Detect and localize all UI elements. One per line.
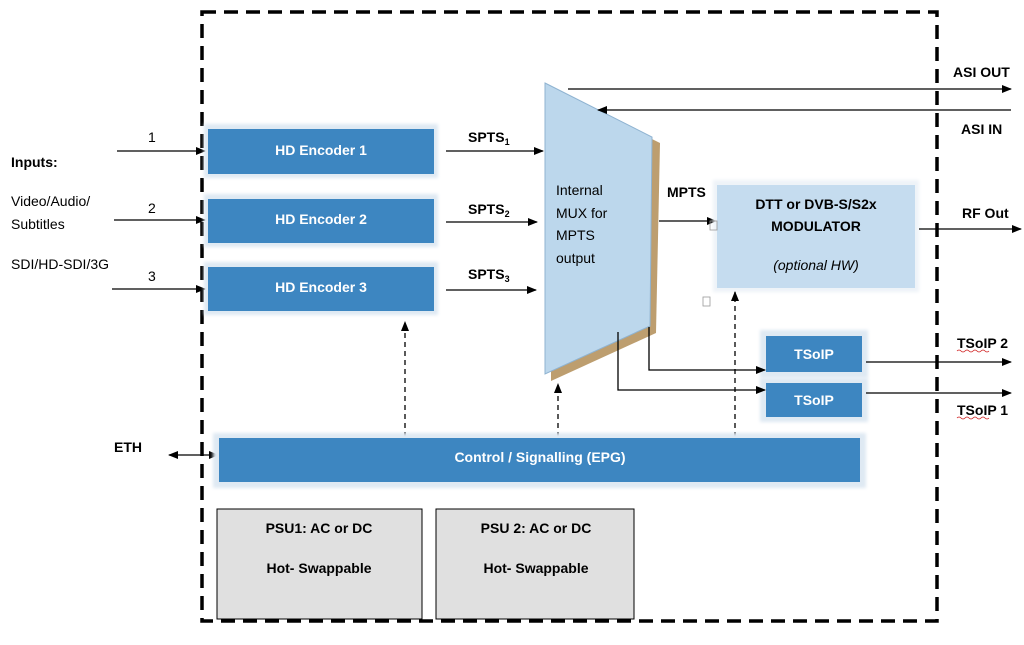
asi-out-label: ASI OUT [953, 64, 1010, 80]
svg-text:PSU1: AC or DC: PSU1: AC or DC [266, 520, 373, 536]
svg-text:(optional HW): (optional HW) [773, 257, 859, 273]
svg-text:HD Encoder 2: HD Encoder 2 [275, 211, 367, 227]
svg-text:PSU 2: AC or DC: PSU 2: AC or DC [481, 520, 592, 536]
spellcheck-squiggle [956, 349, 990, 353]
tsoip-1-out-label: TSoIP 1 [957, 402, 1008, 418]
outer-enclosure [200, 10, 939, 623]
svg-text:Internal: Internal [556, 182, 603, 198]
svg-text:MUX for: MUX for [556, 205, 608, 221]
mpts-label: MPTS [667, 184, 706, 200]
hd-encoder-2: HD Encoder 2 [204, 194, 438, 247]
mux-to-tsoip-1-connector [617, 332, 766, 394]
asi-in-label: ASI IN [961, 121, 1002, 137]
input-number-2: 2 [148, 200, 156, 216]
modulator-box: DTT or DVB-S/S2x MODULATOR (optional HW) [713, 180, 919, 292]
input-number-3: 3 [148, 268, 156, 284]
svg-text:MODULATOR: MODULATOR [771, 218, 861, 234]
inputs-heading: Inputs: [11, 154, 58, 170]
svg-text:TSoIP: TSoIP [794, 346, 834, 362]
inputs-line-sdi: SDI/HD-SDI/3G [11, 256, 109, 272]
hd-encoder-1: HD Encoder 1 [204, 124, 438, 178]
mux-to-tsoip-2-connector [648, 327, 766, 374]
inputs-line-subtitles: Subtitles [11, 216, 65, 232]
svg-text:Hot- Swappable: Hot- Swappable [483, 560, 588, 576]
spts-label-2: SPTS2 [468, 201, 510, 219]
eth-label: ETH [114, 439, 142, 455]
tsoip-box-2: TSoIP [760, 330, 868, 378]
svg-text:Hot- Swappable: Hot- Swappable [266, 560, 371, 576]
svg-text:HD Encoder 1: HD Encoder 1 [275, 142, 367, 158]
control-signalling-bar: Control / Signalling (EPG) [213, 433, 866, 488]
spts-label-3: SPTS3 [468, 266, 510, 284]
psu-2-box: PSU 2: AC or DC Hot- Swappable [435, 508, 635, 620]
placeholder-glyph [702, 296, 711, 307]
placeholder-glyph [709, 220, 718, 231]
svg-text:MPTS: MPTS [556, 227, 595, 243]
internal-mux: Internal MUX for MPTS output [544, 82, 660, 381]
svg-text:DTT or DVB-S/S2x: DTT or DVB-S/S2x [755, 196, 877, 212]
tsoip-box-1: TSoIP [760, 378, 868, 422]
rf-out-label: RF Out [962, 205, 1009, 221]
svg-text:HD Encoder 3: HD Encoder 3 [275, 279, 367, 295]
hd-encoder-3: HD Encoder 3 [204, 262, 438, 315]
spts-label-1: SPTS1 [468, 129, 510, 147]
spellcheck-squiggle [956, 416, 990, 420]
tsoip-2-out-label: TSoIP 2 [957, 335, 1008, 351]
svg-text:TSoIP: TSoIP [794, 392, 834, 408]
svg-text:Control / Signalling (EPG): Control / Signalling (EPG) [454, 449, 625, 465]
input-number-1: 1 [148, 129, 156, 145]
svg-text:output: output [556, 250, 595, 266]
psu-1-box: PSU1: AC or DC Hot- Swappable [216, 508, 423, 620]
inputs-line-video-audio: Video/Audio/ [11, 193, 90, 209]
